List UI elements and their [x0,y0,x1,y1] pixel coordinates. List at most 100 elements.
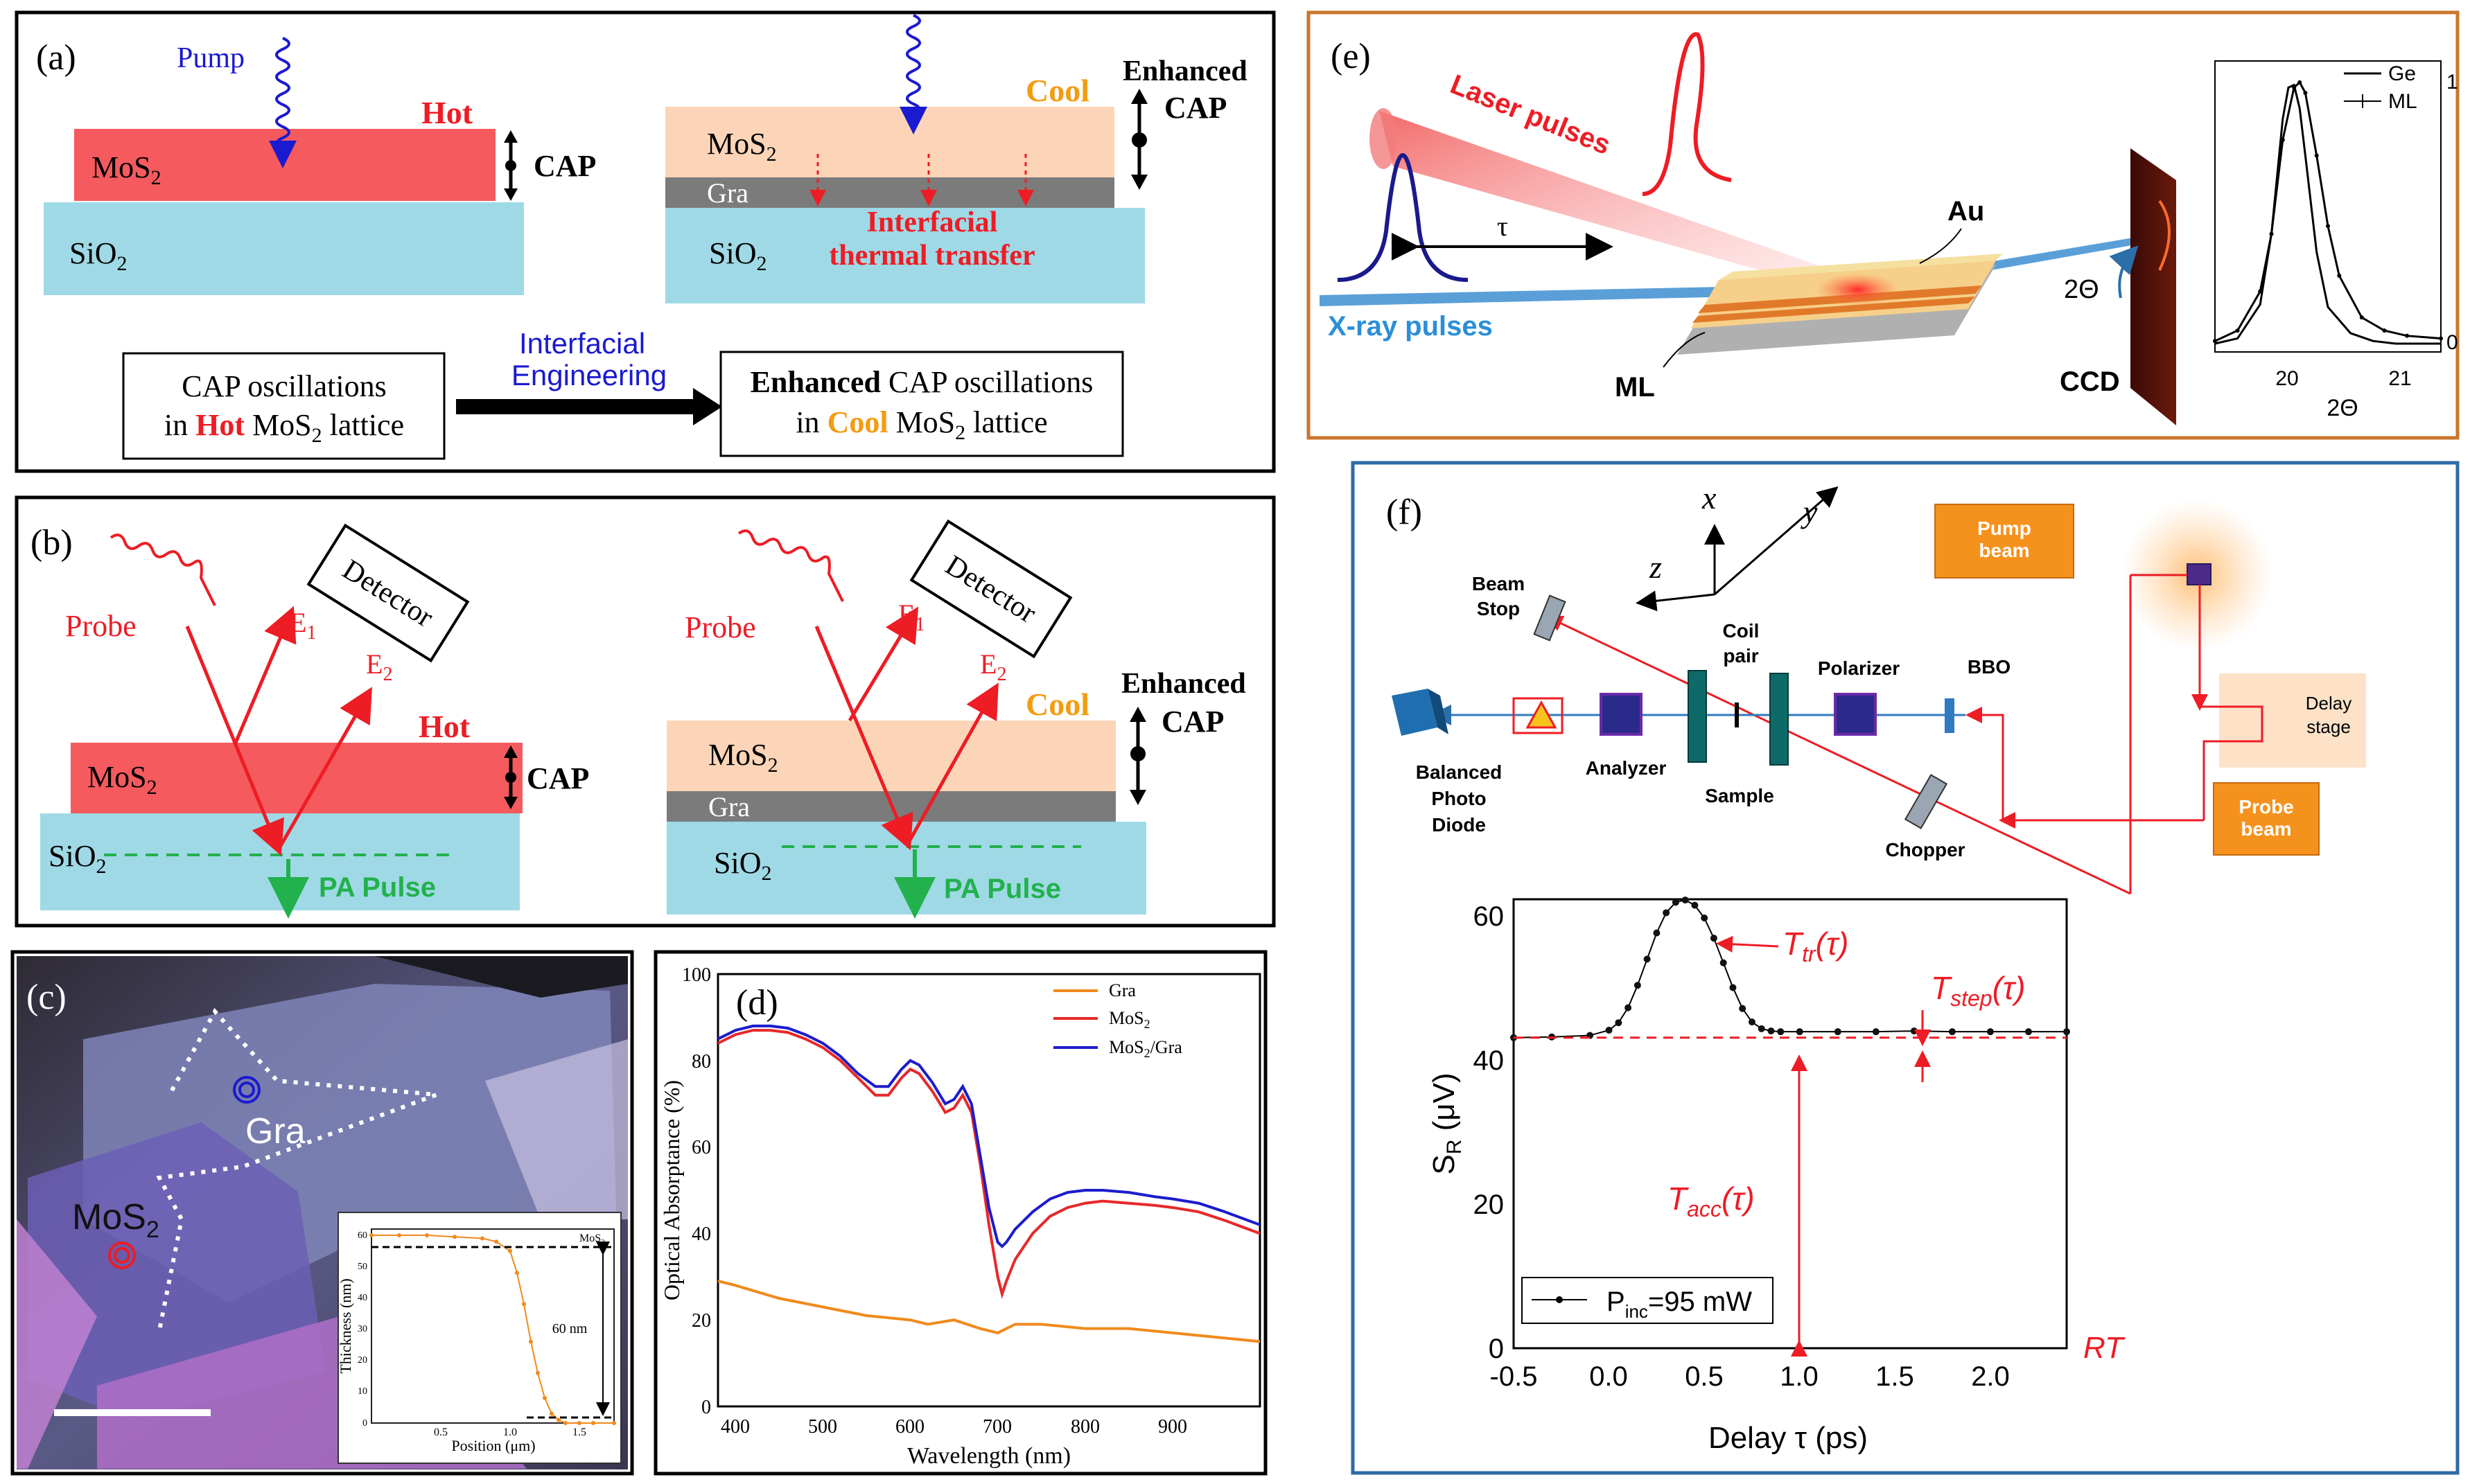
svg-text:20: 20 [692,1310,711,1332]
svg-text:60: 60 [358,1230,367,1241]
data-point [2405,333,2410,338]
data-point [508,1248,512,1253]
data-point [2326,224,2330,229]
mos2-marker-icon [108,1242,136,1269]
data-point [563,1421,568,1425]
rocking-curve-legend: Ge ML [2344,62,2417,113]
gra-label: Gra [707,177,748,209]
svg-text:0: 0 [1489,1334,1504,1364]
pink-region-right [485,1039,628,1219]
cap-cool-box-line1: Enhanced CAP oscillations [751,365,1094,399]
data-point [1719,959,1727,966]
gra-marker-icon [233,1076,261,1104]
data-point [1767,1027,1775,1035]
inset-e-ytick-0: 0 [2446,331,2458,354]
sio2-label: SiO2 [69,236,127,275]
panel-e: (e) Laser pulses τ X-ray pulses Au ML CC… [1306,10,2460,440]
data-point [1691,901,1699,909]
data-point [1834,1028,1841,1036]
svg-text:1.5: 1.5 [1875,1361,1914,1392]
laser-beam-end [1369,108,1397,169]
panel-c-label: (c) [26,978,67,1017]
svg-text:Ge: Ge [2388,62,2416,85]
data-point [2213,339,2217,344]
svg-text:0.5: 0.5 [1685,1361,1724,1392]
data-point [536,1370,540,1375]
pump-label: Pump [177,42,245,74]
svg-text:1.0: 1.0 [1780,1361,1819,1392]
data-point [453,1235,457,1239]
ccd-detector [2130,148,2176,425]
data-point [2280,137,2285,142]
hot-label: Hot [421,95,473,130]
svg-text:2.0: 2.0 [1971,1361,2010,1392]
svg-text:80: 80 [692,1051,711,1072]
data-point [1672,899,1679,906]
svg-text:0.5: 0.5 [434,1426,448,1438]
cap-label: CAP [534,149,596,183]
enhanced-cap-arrow-icon-b [1130,707,1146,805]
data-point [2439,336,2443,341]
laser-pulse-icon [1642,32,1732,196]
svg-text:0.0: 0.0 [1589,1361,1628,1392]
rocking-curve-plot [2213,80,2443,345]
data-point [2303,90,2308,95]
scale-bar [54,1409,211,1416]
svg-text:100: 100 [682,964,711,986]
data-point [612,1421,616,1425]
data-point [529,1339,533,1344]
svg-text:1.5: 1.5 [572,1426,586,1438]
e1-label: E1 [290,607,316,644]
cool-label-b: Cool [1026,687,1089,722]
svg-text:900: 900 [1158,1416,1187,1438]
inset-annotation: 60 nm [552,1321,588,1336]
data-point [515,1271,519,1275]
balanced-photodiode [1392,689,1448,736]
plot-d-yticks: 0 20 40 60 80 100 [682,964,711,1418]
plot-d-frame [717,973,1261,1408]
data-point [1681,896,1689,904]
data-point [1701,915,1708,921]
mos2-layer-cool-b [667,721,1116,791]
svg-text:0: 0 [362,1418,367,1429]
plot-f-legend: Pinc=95 mW [1521,1277,1773,1324]
cap-arrow-icon [504,130,518,201]
svg-text:60: 60 [692,1137,711,1158]
data-point [2297,80,2302,85]
plot-d-xlabel: Wavelength (nm) [907,1443,1071,1469]
panel-f-label: (f) [1386,493,1422,532]
bbo-label: BBO [1968,656,2011,678]
analyzer [1600,693,1643,736]
panel-a: (a) MoS2 SiO2 Hot Pump CAP MoS2 Gra SiO2… [15,10,1276,473]
pa-pulse-label-right: PA Pulse [944,874,1061,904]
data-point [543,1395,547,1400]
graphene-layer [665,177,1114,208]
mos2-label-c: MoS2 [72,1197,159,1243]
svg-text:10: 10 [358,1386,367,1397]
series-line-mos2-gra [717,1024,1261,1248]
data-point [1710,935,1717,942]
inset-mos-label: MoS2 [579,1233,605,1246]
tau-label: τ [1497,211,1508,242]
svg-text:40: 40 [358,1293,367,1303]
series-line-profile [371,1235,614,1424]
mos2-label-b-right: MoS2 [708,738,778,777]
sio2-substrate-right [665,208,1145,303]
svg-text:Pinc=95 mW: Pinc=95 mW [1606,1287,1752,1322]
inset-yticks: 0 10 20 30 40 50 60 [358,1230,367,1429]
inset-ylabel: Thickness (nm) [337,1278,354,1373]
data-point [480,1236,484,1241]
rt-label: RT [2083,1331,2126,1365]
pump-beam-box [1934,504,2074,578]
ml-label: ML [1615,372,1655,403]
beam-paths [1545,574,2263,895]
sr-plot [1510,896,2070,1041]
series-line-gra [717,1280,1261,1343]
e1-label-right: E1 [898,599,925,635]
probe-wave-icon-right [737,529,844,602]
